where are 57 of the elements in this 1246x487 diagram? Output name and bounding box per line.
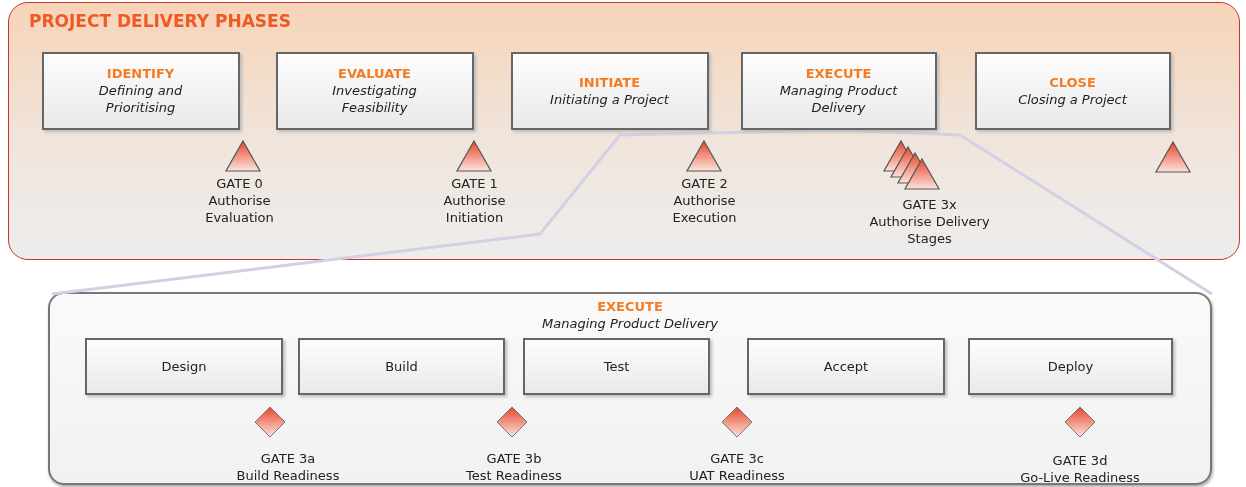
gate-name: GATE 3b [486,450,542,467]
phase-box [298,338,505,395]
gate-triangle [455,139,492,172]
step-name: Build [385,359,418,374]
phase-box [275,51,474,130]
gate-diamond [1064,406,1096,438]
gate-description: Authorise Delivery Stages [868,212,991,247]
panel-heading: EXECUTE [597,298,663,315]
panel-subtitle: Managing Product Delivery [542,315,718,332]
gate-diamond [721,406,753,438]
gate-description: Authorise Execution [671,191,738,226]
phase-description: Initiating a Project [550,90,669,108]
zoom-line [51,128,840,296]
gate-diamond [254,406,286,438]
phase-description: Managing Product Delivery [778,82,899,116]
gate-description: Test Readiness [466,467,562,484]
gate-name: GATE 3c [710,450,764,467]
phase-description: Defining and Prioritising [97,82,184,116]
gate-description: Authorise Evaluation [204,191,275,226]
gate-description: UAT Readiness [689,467,785,484]
gate-triangle [224,139,261,172]
gate-name: GATE 3d [1052,452,1108,469]
gate-triangle [685,139,722,172]
phase-box [510,51,709,130]
gate-name: GATE 3a [260,450,316,467]
step-name: Test [603,359,630,374]
zoom-line [838,128,1213,296]
phase-box [968,338,1173,395]
phase-box [41,51,240,130]
phase-box [85,338,283,395]
step-name: Deploy [1047,359,1094,374]
gate-description: Go-Live Readiness [1020,469,1140,486]
phase-description: Investigating Feasibility [331,82,418,116]
gate-name: GATE 2 [681,174,728,192]
step-name: Design [161,359,207,374]
phase-description: Closing a Project [1018,90,1127,108]
gate-name: GATE 3x [902,195,957,213]
panel-title: PROJECT DELIVERY PHASES [29,11,291,31]
phase-name: CLOSE [1049,73,1096,91]
gate-description: Authorise Initiation [442,191,507,226]
phase-box [747,338,945,395]
phase-box [740,51,937,130]
gate-triangle [1154,140,1191,173]
phase-box [523,338,710,395]
gate-diamond [496,406,528,438]
stacked-gate-triangles [883,139,940,190]
phase-name: EVALUATE [338,65,411,82]
phase-name: IDENTIFY [106,65,175,82]
phase-panel [48,292,1212,485]
phase-panel [8,2,1240,260]
gate-description: Build Readiness [236,467,340,484]
step-name: Accept [823,359,869,374]
gate-name: GATE 1 [451,174,498,192]
phase-name: EXECUTE [805,65,872,82]
phase-box [974,51,1171,130]
gate-name: GATE 0 [216,174,263,192]
phase-name: INITIATE [578,73,641,91]
